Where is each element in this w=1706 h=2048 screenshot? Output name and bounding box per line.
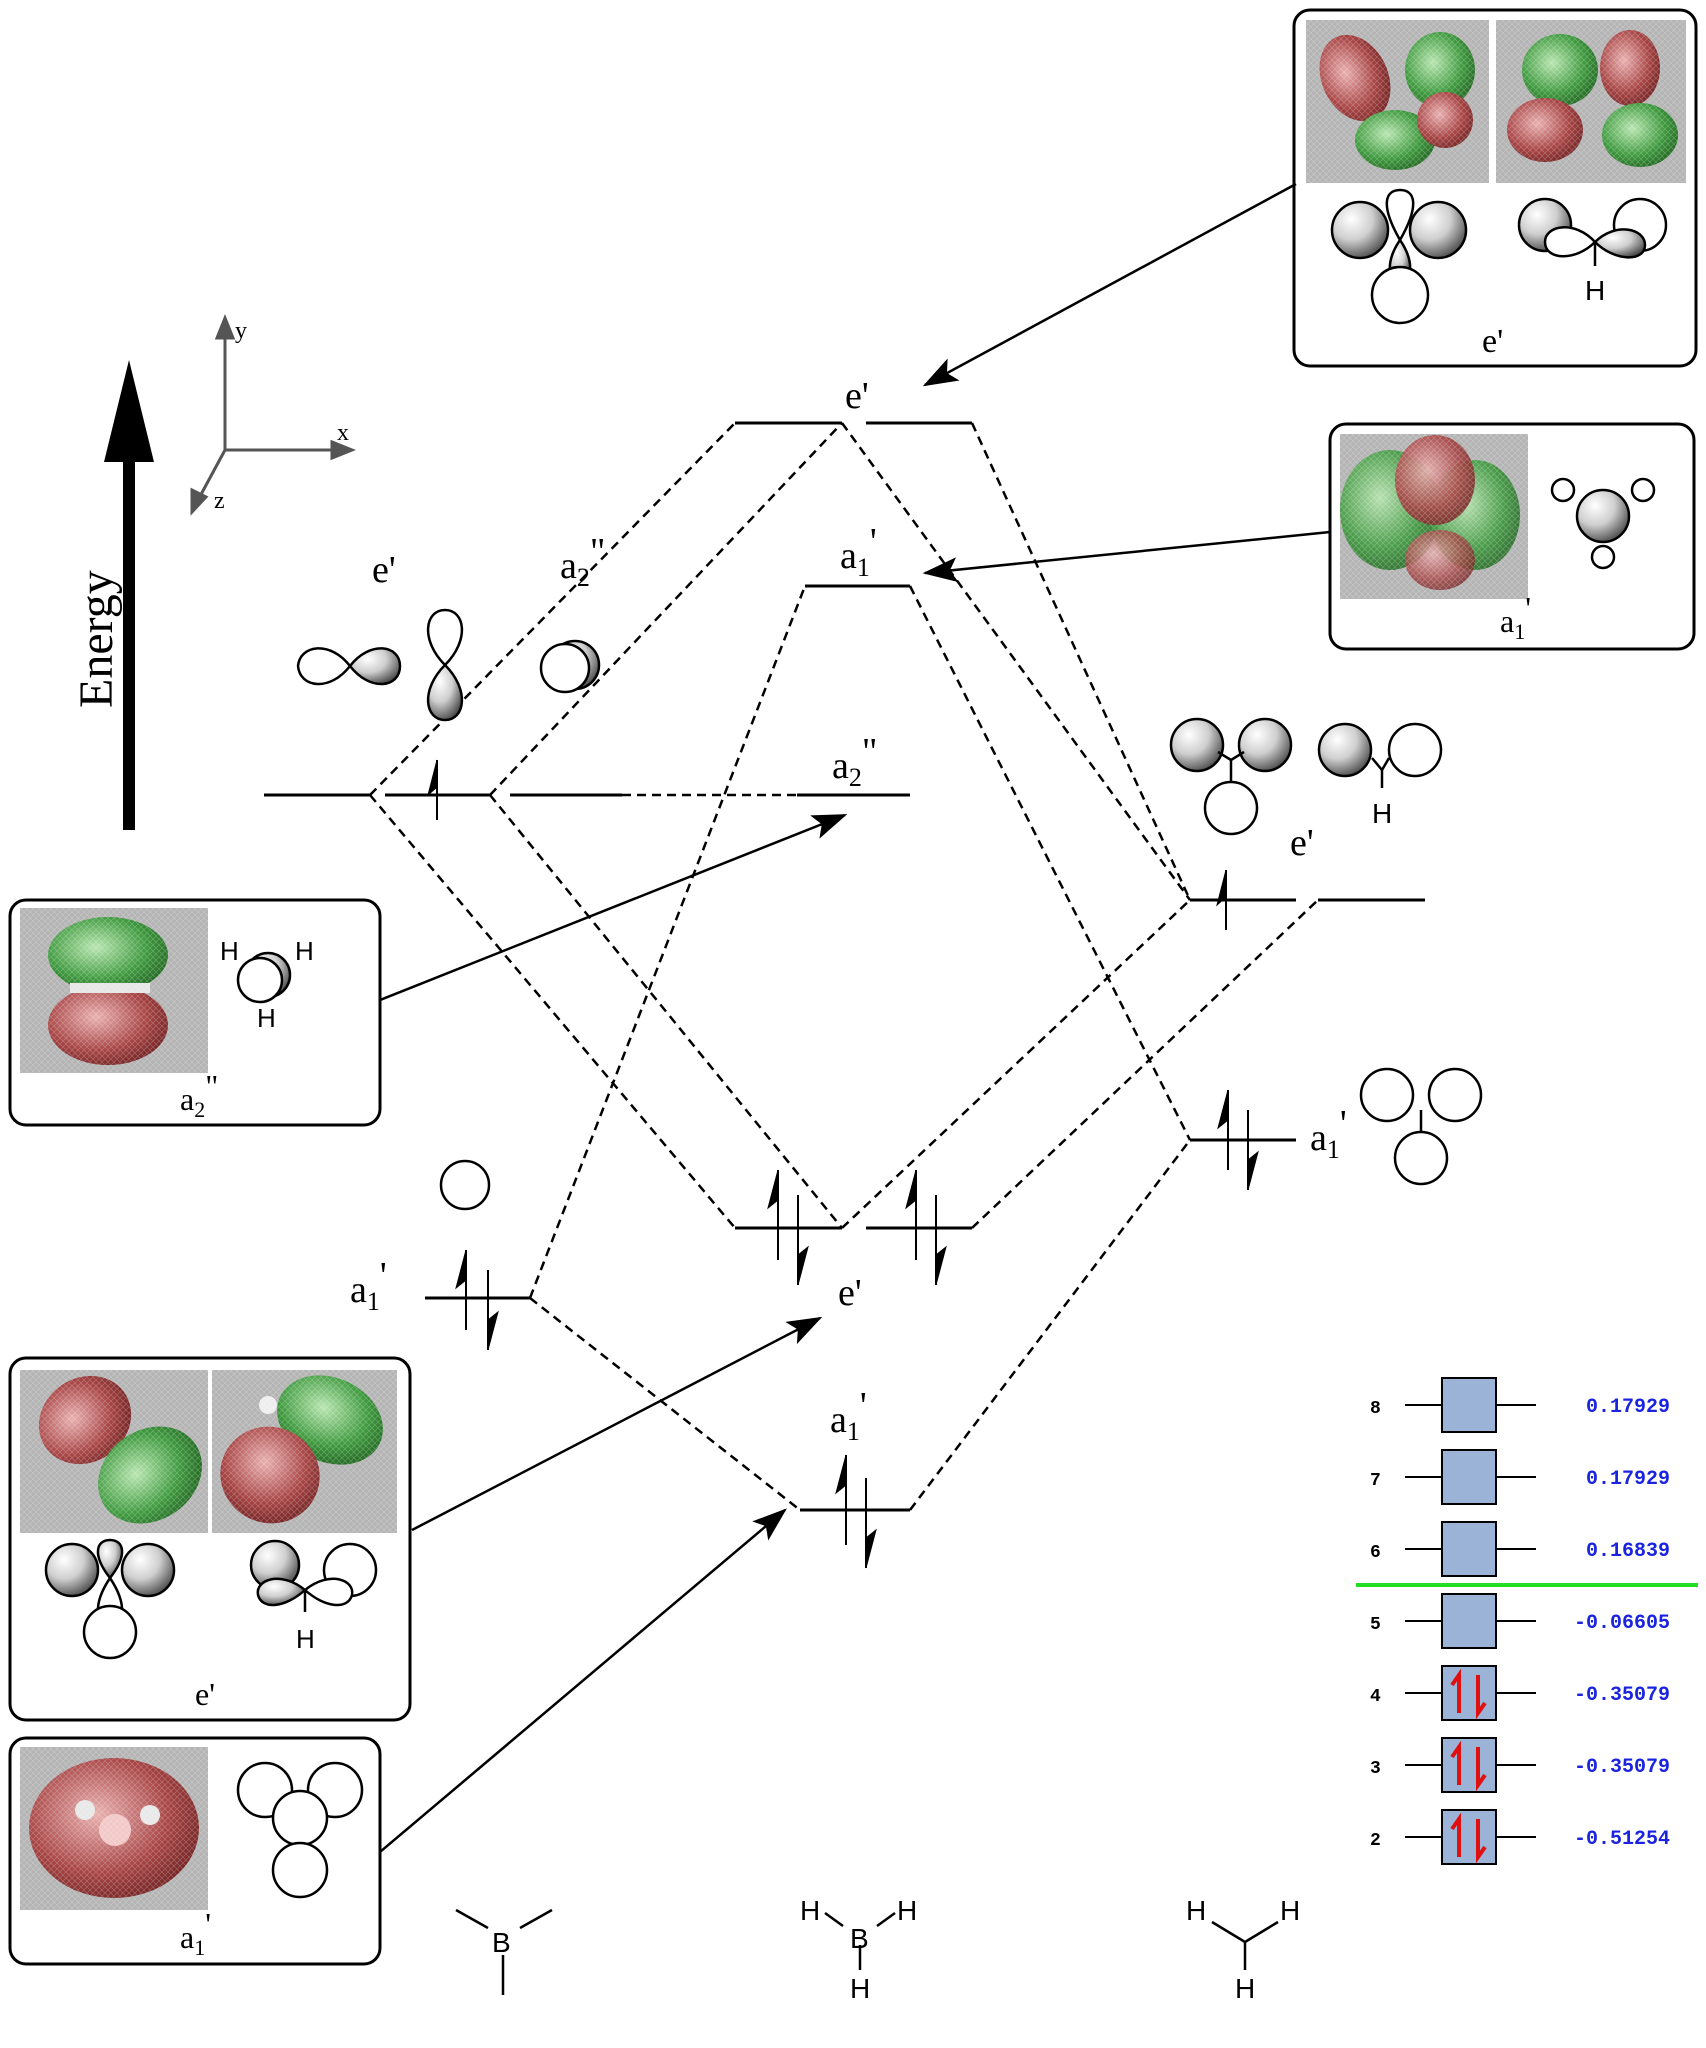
energy-label: Energy	[70, 570, 123, 708]
callout-e-antibonding: H e'	[1292, 8, 1698, 368]
label-h3-e: e'	[1290, 822, 1314, 864]
callout-e-star-label: e'	[1482, 323, 1503, 360]
orbital-index: 5	[1370, 1615, 1381, 1635]
energy-levels	[264, 421, 1425, 1512]
callout-e-star-h: H	[1585, 275, 1605, 306]
orbital-box	[1441, 1809, 1497, 1865]
fragment-bh3-h-right: H	[897, 1895, 917, 1926]
orbital-energy-value: -0.35079	[1574, 1684, 1670, 1707]
h3-a1-orbital	[1359, 1067, 1483, 1186]
label-mo-a2: a2"	[832, 731, 877, 792]
callout-a2-label: a2"	[180, 1068, 218, 1122]
energy-table: 8 0.17929 7 0.17929 6 0.16839 5 -0.06605 4 -0.350…	[1356, 1377, 1698, 1865]
axis-y-label: y	[235, 318, 247, 344]
fragment-bh3-b: B	[850, 1923, 869, 1954]
electron-down-icon	[1476, 1819, 1487, 1864]
axis-z-label: z	[214, 488, 225, 514]
label-h3-a1: a1'	[1310, 1103, 1347, 1164]
orbital-energy-value: 0.17929	[1586, 1396, 1670, 1419]
energy-row: 3 -0.35079	[1370, 1737, 1670, 1793]
coordinate-axes	[190, 313, 357, 516]
label-b-a1: a1'	[350, 1255, 387, 1316]
orbital-index: 7	[1370, 1471, 1381, 1491]
orbital-box	[1441, 1737, 1497, 1793]
axis-x-label: x	[337, 420, 349, 446]
orbital-energy-value: -0.51254	[1574, 1828, 1670, 1851]
callout-e-bond-h: H	[296, 1624, 315, 1654]
orbital-energy-value: -0.06605	[1574, 1612, 1670, 1635]
orbital-box	[1441, 1449, 1497, 1505]
callout-arrows	[379, 182, 1331, 1853]
callout-e-bond-label: e'	[195, 1676, 215, 1712]
orbital-index: 3	[1370, 1759, 1381, 1779]
h3-e-orbitals	[1169, 717, 1443, 836]
energy-row: 6 0.16839	[1370, 1521, 1670, 1577]
electron-up-icon	[1450, 1740, 1461, 1785]
fragment-bh3-h-left: H	[800, 1895, 820, 1926]
fragment-h3	[1211, 1920, 1279, 1970]
callout-a2-h-bottom: H	[257, 1003, 276, 1033]
orbital-energy-value: 0.17929	[1586, 1468, 1670, 1491]
callout-a2-nonbonding: H H H a2"	[8, 898, 382, 1127]
orbital-energy-value: 0.16839	[1586, 1540, 1670, 1563]
orbital-box	[1441, 1593, 1497, 1649]
callout-a1-star-label: a1'	[1500, 590, 1531, 644]
fragment-b	[455, 1908, 553, 1995]
orbital-index: 2	[1370, 1831, 1381, 1851]
label-b-e: e'	[372, 549, 396, 591]
fragment-bh3-h-bottom: H	[850, 1973, 870, 2004]
orbital-index: 4	[1370, 1687, 1381, 1707]
orbital-index: 8	[1370, 1399, 1381, 1419]
energy-row: 8 0.17929	[1370, 1377, 1670, 1433]
label-mo-e-star: e'	[845, 375, 869, 417]
fragment-h3-h-left: H	[1186, 1895, 1206, 1926]
energy-row: 4 -0.35079	[1370, 1665, 1670, 1721]
electron-up-icon	[1450, 1668, 1461, 1713]
electron-down-icon	[1476, 1747, 1487, 1792]
label-mo-e-bond: e'	[838, 1272, 862, 1314]
callout-a2-h-left: H	[220, 936, 239, 966]
energy-row: 7 0.17929	[1370, 1449, 1670, 1505]
h3-e-h-letter: H	[1372, 798, 1392, 829]
correlation-lines	[369, 422, 1319, 1511]
energy-row: 5 -0.06605	[1370, 1593, 1670, 1649]
orbital-box	[1441, 1521, 1497, 1577]
energy-axis: Energy	[70, 360, 154, 830]
label-b-a2: a2"	[560, 531, 605, 592]
fragment-h3-h-bottom: H	[1235, 1973, 1255, 2004]
orbital-box	[1441, 1377, 1497, 1433]
callout-e-bonding: H e'	[8, 1356, 412, 1722]
electrons	[427, 759, 1259, 1569]
energy-arrow-head	[104, 360, 154, 462]
energy-row: 2 -0.51254	[1370, 1809, 1670, 1865]
orbital-energy-value: -0.35079	[1574, 1756, 1670, 1779]
electron-down-icon	[1476, 1675, 1487, 1720]
fragment-bh3	[824, 1911, 896, 1970]
callout-a1-bonding: a1'	[8, 1736, 382, 1966]
electron-up-icon	[1450, 1812, 1461, 1857]
label-mo-a1-bond: a1'	[830, 1385, 867, 1446]
orbital-box	[1441, 1665, 1497, 1721]
boron-p-orbitals	[296, 608, 601, 1211]
callout-a2-h-right: H	[295, 936, 314, 966]
callout-a1-bond-label: a1'	[180, 1906, 211, 1960]
label-mo-a1-star: a1'	[840, 521, 877, 582]
fragment-h3-h-right: H	[1280, 1895, 1300, 1926]
callout-a1-antibonding: a1'	[1328, 422, 1696, 651]
fragment-b-label: B	[492, 1927, 511, 1958]
orbital-index: 6	[1370, 1543, 1381, 1563]
